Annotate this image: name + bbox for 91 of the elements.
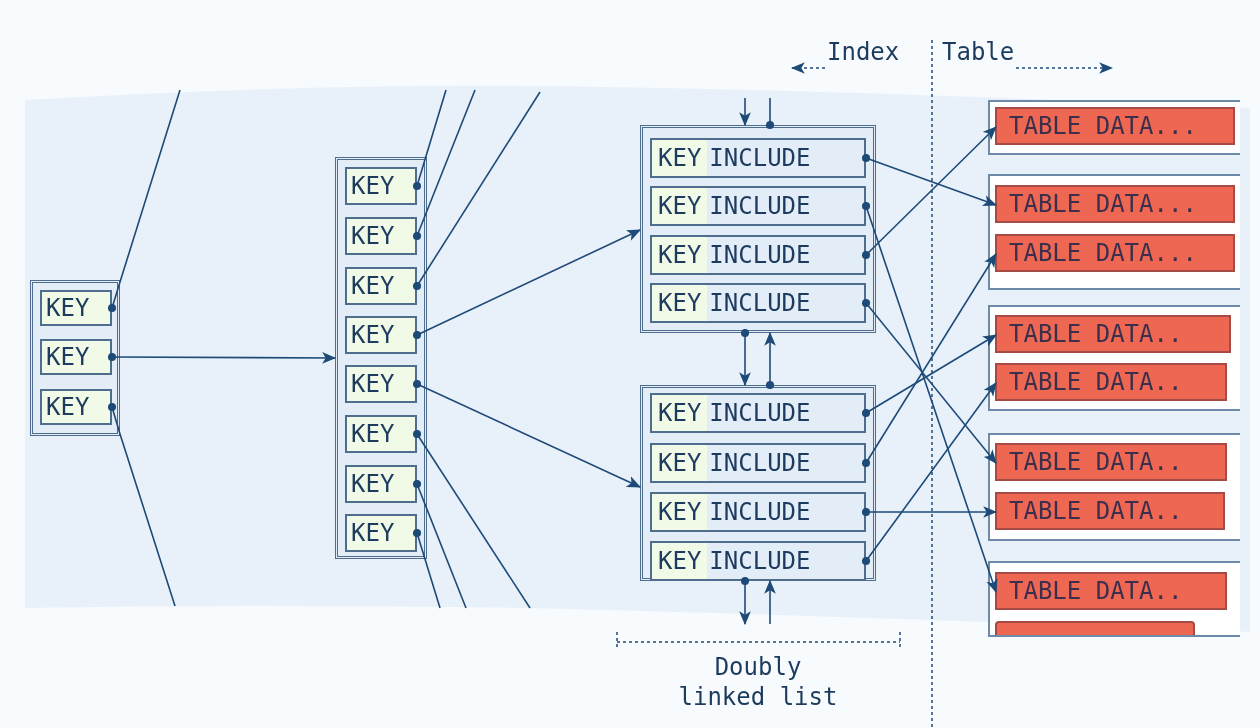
- index-entry: [345, 316, 417, 354]
- index-entry: [40, 290, 112, 326]
- table-row: [995, 492, 1225, 530]
- key-text: KEY: [351, 323, 395, 347]
- index-entry: [345, 465, 417, 503]
- data-page: [988, 100, 1240, 155]
- row-text: TABLE DATA...: [1009, 192, 1197, 216]
- include-text: INCLUDE: [708, 288, 811, 319]
- data-page: [988, 433, 1240, 541]
- key-text: KEY: [652, 285, 708, 321]
- key-text: KEY: [652, 494, 708, 530]
- key-text: KEY: [351, 472, 395, 496]
- arrow: [412, 379, 642, 488]
- index-page: [335, 157, 427, 559]
- index-entry: [650, 443, 866, 483]
- key-text: KEY: [652, 237, 708, 273]
- data-page: [988, 561, 1240, 637]
- arrow: [861, 382, 997, 566]
- key-text: KEY: [351, 224, 395, 248]
- include-text: INCLUDE: [708, 398, 811, 429]
- index-page: [640, 385, 876, 581]
- key-text: KEY: [46, 395, 90, 419]
- arrow: [764, 579, 776, 625]
- key-text: KEY: [652, 140, 708, 176]
- arrow: [861, 506, 998, 518]
- index-entry: [650, 492, 866, 532]
- arrow: [107, 352, 337, 364]
- index-page: [640, 125, 876, 333]
- arrow: [861, 201, 998, 594]
- table-row: [995, 443, 1227, 481]
- list-label: Doubly linked list: [677, 652, 839, 712]
- row-text: TABLE DATA..: [1009, 450, 1183, 474]
- table-row: [995, 572, 1227, 610]
- include-text: INCLUDE: [708, 240, 811, 271]
- key-text: KEY: [351, 174, 395, 198]
- index-entry: [345, 365, 417, 403]
- index-entry: [345, 415, 417, 453]
- key-text: KEY: [46, 345, 90, 369]
- index-entry: [345, 167, 417, 205]
- arrow: [412, 229, 642, 340]
- index-entry: [650, 541, 866, 581]
- key-text: KEY: [652, 188, 708, 224]
- table-row: [995, 315, 1231, 353]
- row-text: TABLE DATA..: [1009, 579, 1183, 603]
- key-text: KEY: [351, 422, 395, 446]
- arrow: [861, 153, 998, 207]
- index-entry: [345, 514, 417, 552]
- table-row: [995, 185, 1235, 223]
- include-text: INCLUDE: [708, 448, 811, 479]
- index-entry: [650, 393, 866, 433]
- include-text: INCLUDE: [708, 546, 811, 577]
- index-entry: [650, 235, 866, 275]
- row-text: TABLE DATA...: [1009, 114, 1197, 138]
- index-page: [30, 280, 120, 436]
- table-row: [995, 363, 1227, 401]
- arrow: [739, 576, 751, 626]
- row-text: TABLE DATA...: [1009, 241, 1197, 265]
- index-entry: [40, 389, 112, 425]
- index-entry: [345, 217, 417, 255]
- arrow: [764, 331, 776, 390]
- arrow: [739, 97, 751, 127]
- include-text: INCLUDE: [708, 143, 811, 174]
- include-text: INCLUDE: [708, 191, 811, 222]
- key-text: KEY: [652, 395, 708, 431]
- index-entry: [650, 138, 866, 178]
- data-page: [988, 174, 1240, 290]
- table-label: Table: [942, 40, 1015, 64]
- key-text: KEY: [351, 274, 395, 298]
- arrow: [861, 334, 997, 418]
- arrow: [739, 328, 751, 387]
- include-text: INCLUDE: [708, 497, 811, 528]
- table-row: [995, 621, 1195, 635]
- key-text: KEY: [652, 543, 708, 579]
- key-text: KEY: [351, 372, 395, 396]
- row-text: TABLE DATA..: [1009, 322, 1183, 346]
- index-entry: [650, 283, 866, 323]
- row-text: TABLE DATA..: [1009, 370, 1183, 394]
- key-text: KEY: [652, 445, 708, 481]
- data-page: [988, 305, 1240, 411]
- arrow: [861, 126, 997, 260]
- key-text: KEY: [46, 296, 90, 320]
- table-row: [995, 107, 1235, 145]
- index-entry: [345, 267, 417, 305]
- row-text: TABLE DATA..: [1009, 499, 1183, 523]
- index-label: Index: [827, 40, 900, 64]
- index-entry: [650, 186, 866, 226]
- table-row: [995, 234, 1235, 272]
- key-text: KEY: [351, 521, 395, 545]
- index-entry: [40, 339, 112, 375]
- arrow: [861, 253, 997, 468]
- arrow: [861, 298, 997, 464]
